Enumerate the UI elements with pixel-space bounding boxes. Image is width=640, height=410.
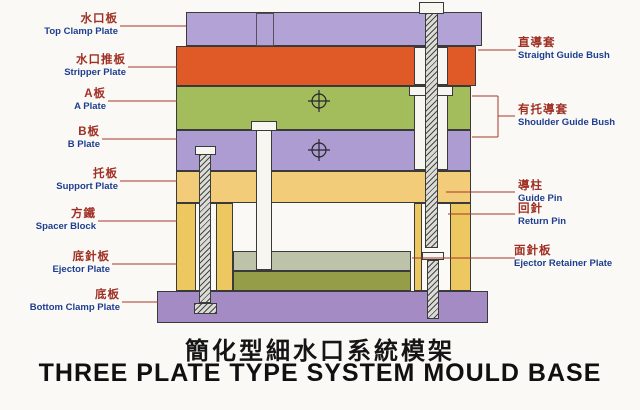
label-straight-guide-bush: 直導套 Straight Guide Bush xyxy=(518,37,610,62)
label-ejector-retainer-plate-cn: 面針板 xyxy=(514,245,552,257)
label-stripper-plate-cn: 水口推板 xyxy=(76,54,126,66)
label-straight-guide-bush-en: Straight Guide Bush xyxy=(518,50,610,61)
label-support-plate: 托板 Support Plate xyxy=(56,168,118,193)
label-top-clamp-plate-en: Top Clamp Plate xyxy=(44,26,118,37)
label-ejector-plate-cn: 底針板 xyxy=(72,251,110,263)
label-ejector-retainer-plate: 面針板 Ejector Retainer Plate xyxy=(514,245,612,270)
label-b-plate-en: B Plate xyxy=(67,139,100,150)
ejector-plate xyxy=(233,271,411,291)
return-pin-foot xyxy=(194,303,217,314)
label-b-plate: B板 B Plate xyxy=(68,126,100,151)
return-pin-shaft xyxy=(199,154,211,303)
ejector-pin-shaft xyxy=(427,260,439,319)
label-shoulder-guide-bush-cn: 有托導套 xyxy=(518,104,568,116)
label-spacer-block-en: Spacer Block xyxy=(35,221,96,232)
label-a-plate: A板 A Plate xyxy=(74,88,106,113)
ejector-pin-cap xyxy=(422,252,444,260)
label-shoulder-guide-bush: 有托導套 Shoulder Guide Bush xyxy=(518,104,615,129)
label-b-plate-cn: B板 xyxy=(78,126,100,138)
guide-pin-shaft xyxy=(425,13,438,248)
label-top-clamp-plate-cn: 水口板 xyxy=(80,13,118,25)
label-a-plate-cn: A板 xyxy=(84,88,106,100)
label-spacer-block: 方鐵 Spacer Block xyxy=(36,208,96,233)
sprue-bush-outline xyxy=(256,13,274,46)
label-support-plate-en: Support Plate xyxy=(56,181,118,192)
guide-pin-head xyxy=(419,2,444,14)
support-pillar-shaft xyxy=(256,130,272,270)
label-return-pin-en: Return Pin xyxy=(518,216,567,227)
label-return-pin: 回針 Return Pin xyxy=(518,203,566,228)
label-shoulder-guide-bush-en: Shoulder Guide Bush xyxy=(518,117,616,128)
label-stripper-plate-en: Stripper Plate xyxy=(64,67,126,78)
label-bottom-clamp-plate: 底板 Bottom Clamp Plate xyxy=(30,289,120,314)
label-guide-pin-cn: 導柱 xyxy=(518,180,543,192)
label-support-plate-cn: 托板 xyxy=(93,168,118,180)
diagram-title-chinese: 簡化型細水口系統模架 xyxy=(185,338,455,365)
label-straight-guide-bush-cn: 直導套 xyxy=(518,37,556,49)
label-stripper-plate: 水口推板 Stripper Plate xyxy=(64,54,126,79)
label-guide-pin: 導柱 Guide Pin xyxy=(518,180,562,205)
label-return-pin-cn: 回針 xyxy=(518,203,543,215)
support-plate xyxy=(176,171,471,203)
label-top-clamp-plate: 水口板 Top Clamp Plate xyxy=(44,13,118,38)
ejector-retainer-plate xyxy=(233,251,411,271)
diagram-title-english: THREE PLATE TYPE SYSTEM MOULD BASE xyxy=(38,359,602,387)
label-spacer-block-cn: 方鐵 xyxy=(71,208,96,220)
label-ejector-plate: 底針板 Ejector Plate xyxy=(52,251,110,276)
label-bottom-clamp-plate-cn: 底板 xyxy=(95,289,120,301)
label-ejector-retainer-plate-en: Ejector Retainer Plate xyxy=(514,258,613,269)
label-ejector-plate-en: Ejector Plate xyxy=(52,264,110,275)
label-bottom-clamp-plate-en: Bottom Clamp Plate xyxy=(29,302,120,313)
label-a-plate-en: A Plate xyxy=(74,101,106,112)
label-guide-pin-en: Guide Pin xyxy=(518,193,563,204)
